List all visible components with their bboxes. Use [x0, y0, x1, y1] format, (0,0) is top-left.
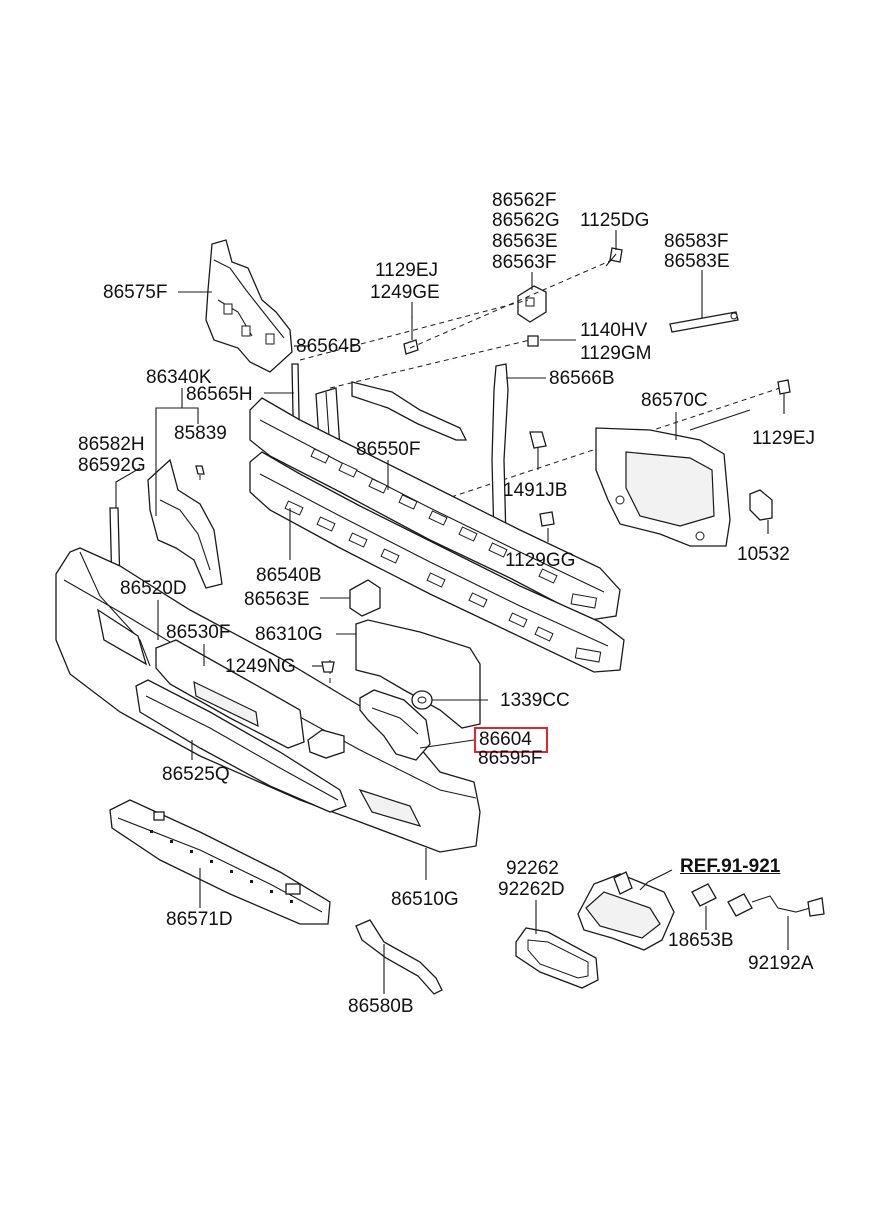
label-18653b[interactable]: 18653B — [668, 930, 734, 951]
bracket-86570c — [595, 427, 731, 547]
label-1129ej-top[interactable]: 1129EJ — [375, 260, 439, 281]
fastener-1125dg — [605, 247, 623, 267]
garnish-86310g — [355, 619, 481, 729]
label-86580b[interactable]: 86580B — [348, 996, 414, 1017]
label-86566b[interactable]: 86566B — [549, 368, 615, 389]
label-92262[interactable]: 92262 — [506, 858, 559, 879]
deflector-85839 — [147, 458, 223, 589]
label-86562f[interactable]: 86562F — [492, 190, 557, 211]
label-1140hv[interactable]: 1140HV — [580, 320, 648, 341]
label-1339cc[interactable]: 1339CC — [500, 690, 570, 711]
label-86563e-mid[interactable]: 86563E — [244, 589, 310, 610]
label-86564b[interactable]: 86564B — [296, 336, 362, 357]
bulb-18653b — [691, 883, 717, 907]
skid-plate-86571d — [109, 799, 331, 925]
label-86575f[interactable]: 86575F — [103, 282, 168, 303]
bracket-86604 — [359, 689, 431, 761]
label-ref-91-921[interactable]: REF.91-921 — [680, 856, 781, 877]
grommet-1339cc — [411, 690, 433, 710]
bracket-86562f — [517, 285, 547, 323]
label-86530f[interactable]: 86530F — [166, 622, 231, 643]
label-86550f[interactable]: 86550F — [356, 439, 421, 460]
label-1125dg[interactable]: 1125DG — [580, 210, 650, 231]
beam-86540b — [249, 451, 625, 673]
bracket-86580b — [355, 919, 443, 995]
label-86520d[interactable]: 86520D — [120, 578, 187, 599]
absorber-86525q — [135, 679, 347, 813]
label-86571d[interactable]: 86571D — [166, 909, 233, 930]
wiring-92192a — [727, 893, 825, 917]
label-1491jb[interactable]: 1491JB — [503, 480, 568, 501]
bolt-1129ej-top — [403, 316, 419, 355]
label-86510g[interactable]: 86510G — [391, 889, 459, 910]
fog-lamp-bezel-92262 — [515, 927, 599, 989]
fog-lamp-assembly — [577, 871, 675, 951]
label-86570c[interactable]: 86570C — [641, 390, 708, 411]
label-86582h[interactable]: 86582H — [78, 434, 145, 455]
label-86595f[interactable]: 86595F — [478, 748, 543, 769]
label-86310g[interactable]: 86310G — [255, 624, 323, 645]
strap-86583f — [669, 311, 739, 333]
label-1129gm[interactable]: 1129GM — [580, 343, 652, 364]
beam-86550f — [249, 397, 621, 621]
bracket-86595f — [307, 729, 345, 759]
label-86592g[interactable]: 86592G — [78, 455, 146, 476]
label-1129ej-right[interactable]: 1129EJ — [752, 428, 816, 449]
label-86604[interactable]: 86604 — [479, 729, 532, 750]
bracket-10532 — [749, 489, 773, 521]
label-86563f[interactable]: 86563F — [492, 252, 557, 273]
label-10532[interactable]: 10532 — [737, 544, 790, 565]
clip-1491jb — [529, 431, 547, 449]
label-86583e[interactable]: 86583E — [664, 251, 730, 272]
label-1129gg[interactable]: 1129GG — [505, 550, 576, 571]
bracket-86575f — [205, 239, 293, 373]
grille-86530f — [155, 639, 305, 749]
label-86562g[interactable]: 86562G — [492, 210, 560, 231]
bracket-86563e-mid — [349, 579, 381, 617]
label-86583f[interactable]: 86583F — [664, 231, 729, 252]
label-86563e-top[interactable]: 86563E — [492, 231, 558, 252]
leader-lines — [115, 230, 789, 994]
bolt-1249ng — [321, 661, 335, 673]
label-86525q[interactable]: 86525Q — [162, 764, 230, 785]
label-86340k[interactable]: 86340K — [146, 367, 212, 388]
label-86540b[interactable]: 86540B — [256, 565, 322, 586]
highlight-box — [474, 727, 548, 753]
label-1249ng[interactable]: 1249NG — [225, 656, 296, 677]
clip-1129gg — [539, 511, 555, 527]
label-85839[interactable]: 85839 — [174, 423, 227, 444]
clip-85839 — [195, 465, 205, 475]
label-86565h[interactable]: 86565H — [186, 384, 253, 405]
label-92262d[interactable]: 92262D — [498, 879, 565, 900]
bolt-1140hv — [527, 335, 539, 347]
label-1249ge[interactable]: 1249GE — [370, 282, 440, 303]
label-92192a[interactable]: 92192A — [748, 953, 814, 974]
bolt-1129ej-right — [777, 379, 791, 414]
arm-bracket — [351, 381, 468, 441]
